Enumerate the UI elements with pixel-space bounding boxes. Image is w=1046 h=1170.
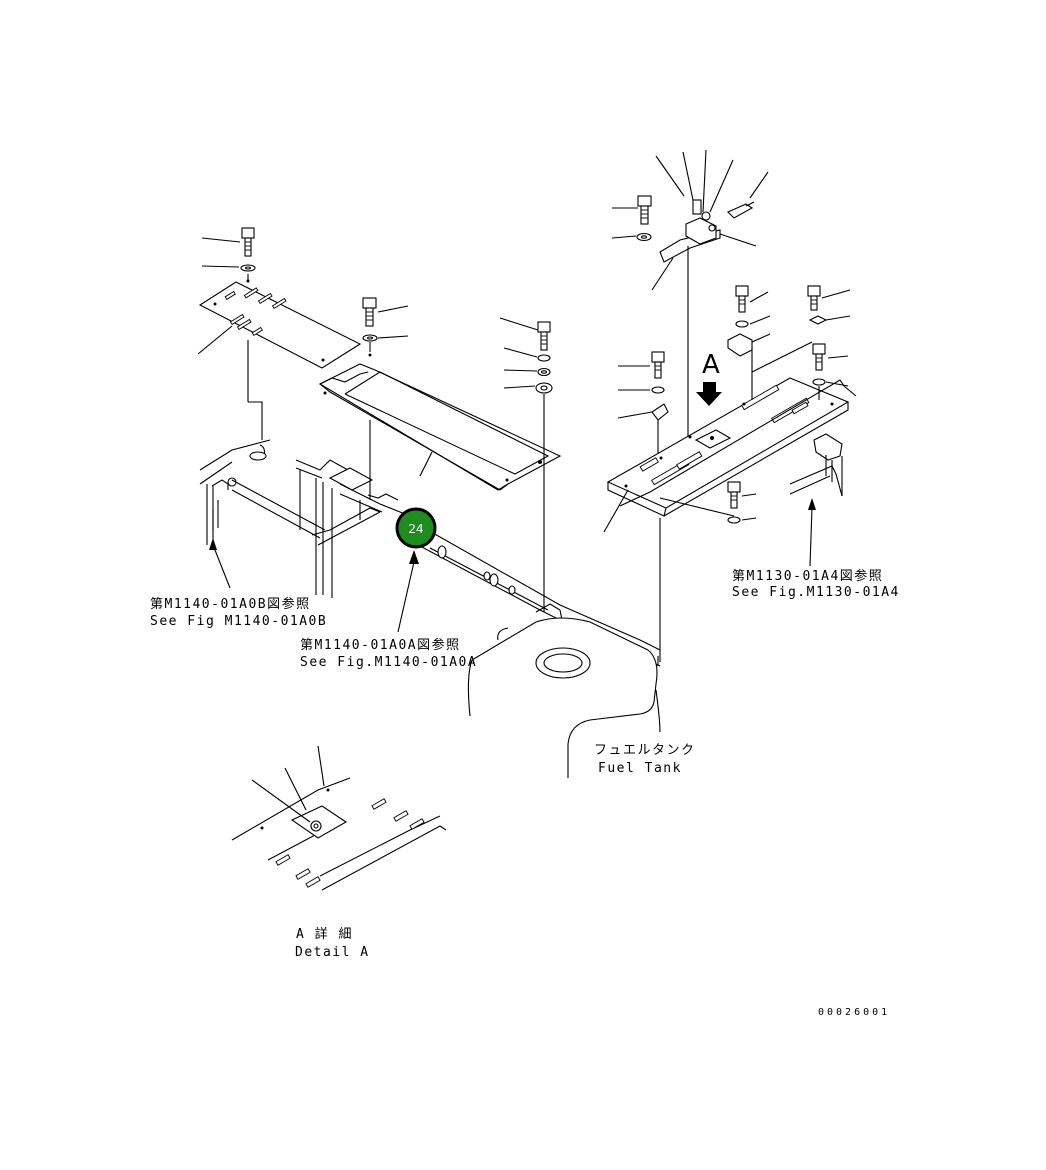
center-cover-plate	[318, 353, 562, 491]
fuel-tank-en: Fuel Tank	[598, 761, 682, 776]
clip-right	[727, 333, 771, 357]
bolt-right-2	[807, 285, 851, 325]
right-frame	[789, 433, 843, 497]
drawing-number: 00026001	[818, 1007, 890, 1018]
bolt-center-plate	[362, 297, 409, 352]
ref-fig-4-jp: 第M1130-01A4図参照	[732, 568, 883, 584]
detail-a-jp: A 詳 細	[296, 926, 353, 942]
detail-a-view	[231, 745, 447, 891]
bolt-stack-center	[499, 317, 553, 612]
bolt-right-3	[812, 343, 849, 400]
callout-number[interactable]: 24	[408, 522, 423, 536]
ref-fig-b-en: See Fig M1140-01A0B	[150, 614, 327, 629]
right-cover-plate	[603, 377, 857, 533]
callout-24[interactable]: 24	[395, 507, 437, 549]
view-arrow-a: A	[696, 350, 722, 406]
fuel-tank	[467, 617, 661, 778]
bolt-left-plate	[201, 227, 256, 282]
detail-a-en: Detail A	[295, 945, 370, 960]
callout-badge[interactable]	[395, 507, 437, 549]
left-frame	[199, 439, 421, 598]
ref-fig-a-en: See Fig.M1140-01A0A	[300, 655, 477, 670]
fuel-tank-jp: フュエルタンク	[594, 743, 696, 758]
top-bracket-assembly	[611, 149, 769, 436]
bolt-right-4	[617, 351, 669, 454]
ref-fig-a-jp: 第M1140-01A0A図参照	[300, 637, 461, 653]
bolt-right-1	[735, 285, 771, 328]
left-cover-plate	[198, 279, 362, 369]
ref-fig-b-jp: 第M1140-01A0B図参照	[150, 596, 311, 612]
view-letter: A	[702, 350, 720, 380]
bolt-right-5	[659, 481, 757, 524]
ref-fig-4-en: See Fig.M1130-01A4	[732, 585, 900, 600]
